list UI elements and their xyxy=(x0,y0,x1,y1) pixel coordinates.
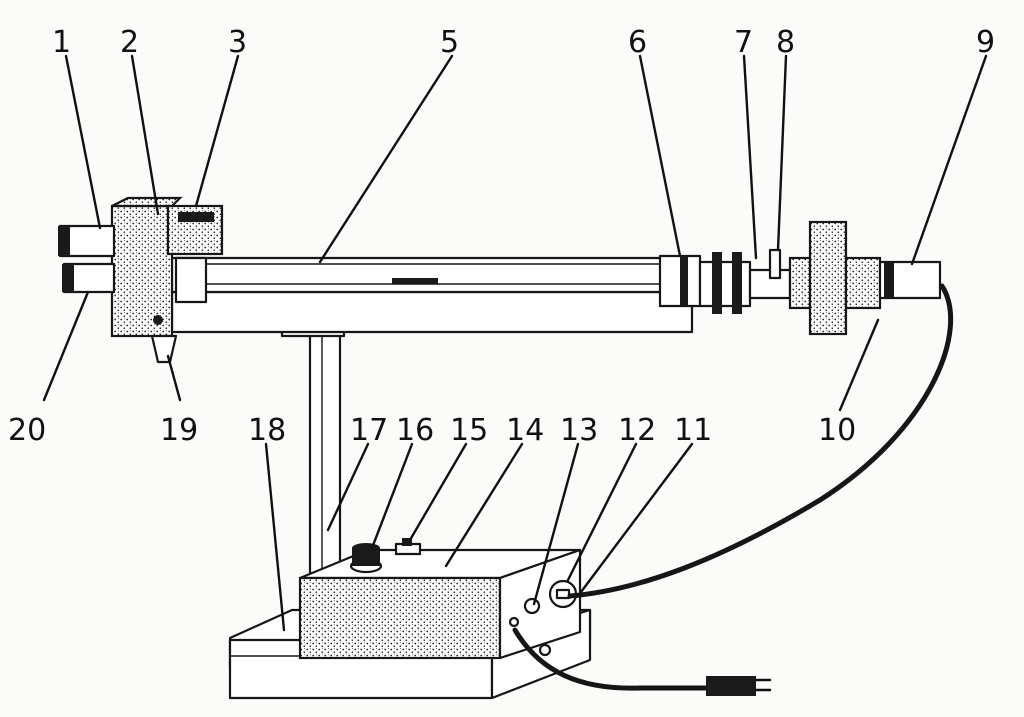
cables xyxy=(512,283,954,696)
right-assembly xyxy=(658,220,942,336)
label-19: 19 xyxy=(160,413,198,448)
left-head xyxy=(58,196,224,364)
label-7: 7 xyxy=(734,25,753,60)
label-6: 6 xyxy=(628,25,647,60)
label-10: 10 xyxy=(818,413,856,448)
toggle-switch xyxy=(394,538,422,556)
main-tube xyxy=(170,256,694,334)
label-16: 16 xyxy=(396,413,434,448)
label-17: 17 xyxy=(350,413,388,448)
leader-lines xyxy=(42,54,988,632)
label-18: 18 xyxy=(248,413,286,448)
label-11: 11 xyxy=(674,413,712,448)
power-supply-box xyxy=(298,548,582,660)
label-14: 14 xyxy=(506,413,544,448)
label-8: 8 xyxy=(776,25,795,60)
callout-labels: 1 2 3 5 6 7 8 9 10 11 12 13 14 15 16 17 … xyxy=(8,25,995,448)
label-15: 15 xyxy=(450,413,488,448)
label-12: 12 xyxy=(618,413,656,448)
label-13: 13 xyxy=(560,413,598,448)
label-9: 9 xyxy=(976,25,995,60)
label-3: 3 xyxy=(228,25,247,60)
label-1: 1 xyxy=(52,25,71,60)
stand-column xyxy=(280,314,346,582)
label-20: 20 xyxy=(8,413,46,448)
label-2: 2 xyxy=(120,25,139,60)
label-5: 5 xyxy=(440,25,459,60)
control-knob xyxy=(349,543,383,574)
